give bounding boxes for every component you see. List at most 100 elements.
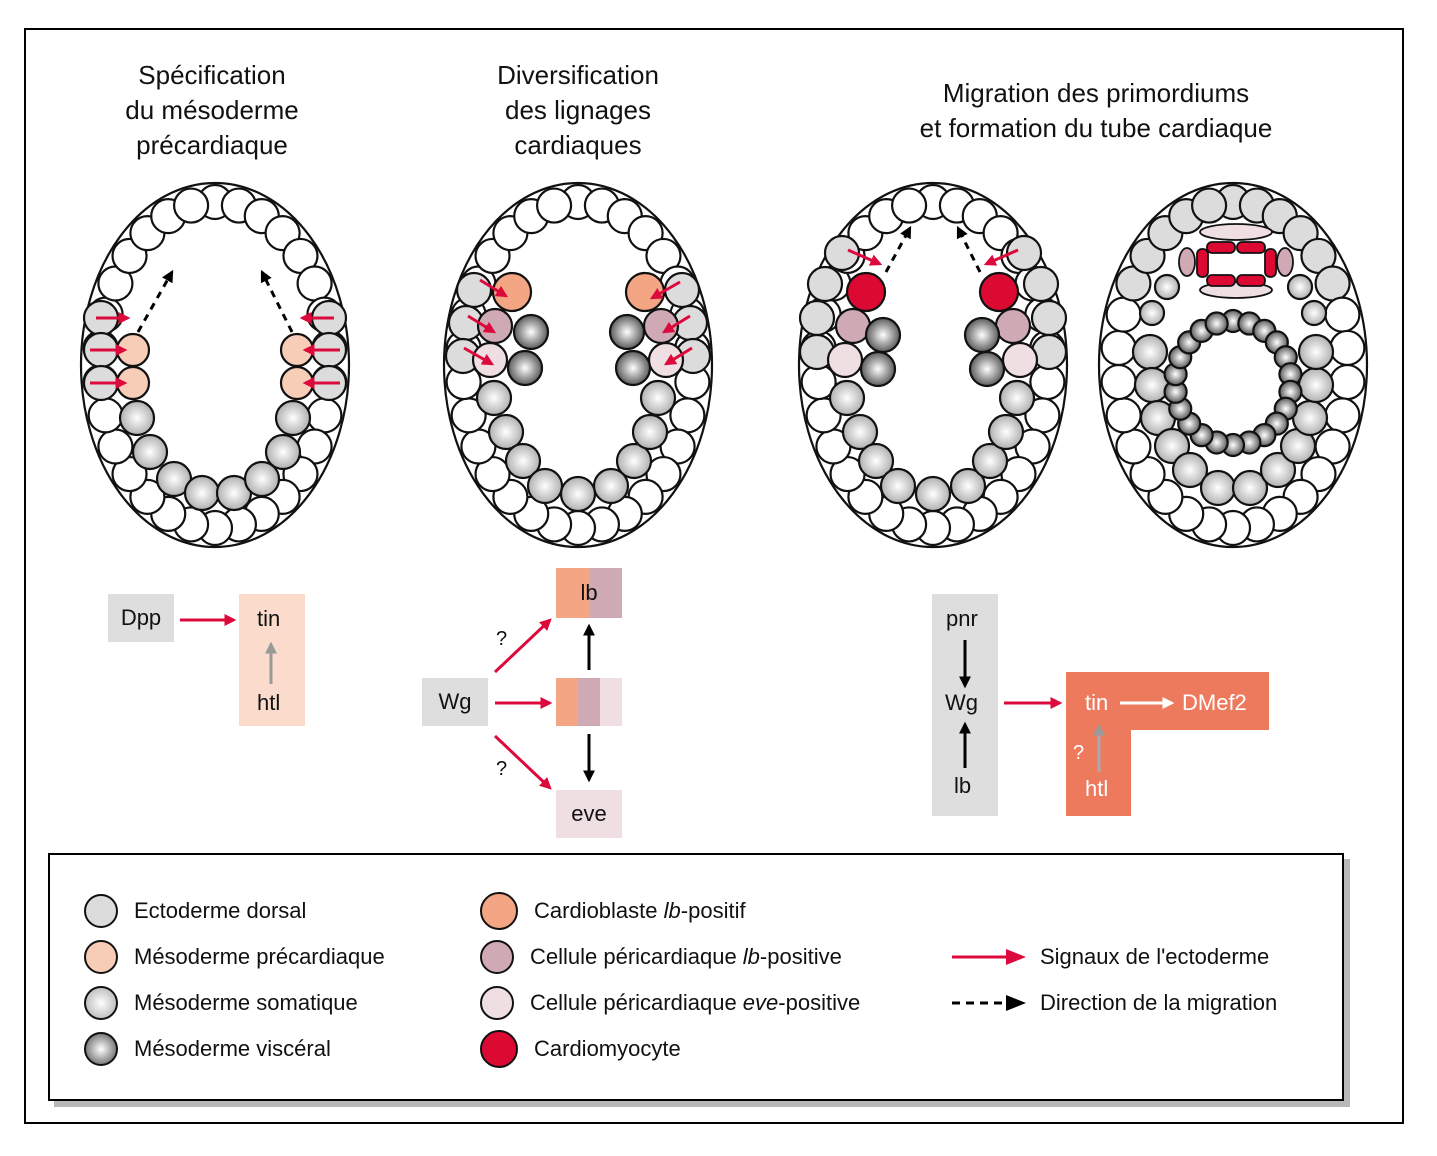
visceral-cell xyxy=(1204,311,1229,336)
title-line: du mésoderme xyxy=(125,95,299,125)
ectoderm-cell xyxy=(798,299,836,337)
swatch-pericardial-eve-icon xyxy=(480,986,514,1020)
ectoderm-cell xyxy=(1022,265,1060,303)
visceral-cell xyxy=(968,350,1006,388)
title-diversification: Diversification des lignages cardiaques xyxy=(428,58,728,163)
legend: Ectoderme dorsal Mésoderme précardiaque … xyxy=(48,853,1344,1101)
cardioblast-cell xyxy=(624,271,666,313)
visceral-cell xyxy=(963,316,1001,354)
signal-arrow xyxy=(479,278,509,298)
ectoderm-cell xyxy=(806,265,844,303)
somatic-cell xyxy=(118,399,156,437)
red-arrow-icon xyxy=(952,949,1026,965)
cardiomyocyte-cell xyxy=(845,271,887,313)
title-migration: Migration des primordiums et formation d… xyxy=(846,76,1346,146)
migration-arrow xyxy=(136,269,174,333)
legend-label: Cellule péricardiaque lb-positive xyxy=(530,944,842,969)
somatic-cell xyxy=(987,413,1025,451)
signal-arrow xyxy=(983,248,1019,266)
somatic-cell xyxy=(828,379,866,417)
label-dmef2: DMef2 xyxy=(1182,690,1247,715)
swatch-visceral-icon xyxy=(84,1032,118,1066)
title-line: Spécification xyxy=(138,60,286,90)
pericardial-eve-cell xyxy=(826,341,864,379)
outer-cell xyxy=(1329,363,1366,401)
somatic-cell xyxy=(1297,366,1335,404)
cardiomyocyte-cell xyxy=(1236,241,1266,254)
cardiomyocyte-cell xyxy=(978,271,1020,313)
label-dpp: Dpp xyxy=(120,605,162,630)
somatic-cell xyxy=(1300,299,1328,327)
label-lb: lb xyxy=(954,773,972,798)
box-wg: Wg xyxy=(422,678,488,726)
somatic-cell xyxy=(1291,399,1329,437)
somatic-cell xyxy=(1199,469,1237,507)
outer-cell xyxy=(296,265,333,302)
signal-arrow xyxy=(463,346,495,366)
outer-cell xyxy=(97,428,134,465)
somatic-cell xyxy=(998,379,1036,417)
somatic-cell xyxy=(1131,333,1169,371)
somatic-cell xyxy=(243,460,281,498)
box-lb: lb xyxy=(556,568,622,618)
somatic-cell xyxy=(131,433,169,471)
ectoderm-cell xyxy=(663,271,701,309)
legend-item-pericardial-eve: Cellule péricardiaque eve-positive xyxy=(480,983,860,1023)
outer-cell xyxy=(1115,428,1152,465)
box-progenitor xyxy=(556,678,622,726)
somatic-cell xyxy=(1297,333,1335,371)
title-line: des lignages xyxy=(505,95,651,125)
label-wg: Wg xyxy=(945,690,978,715)
somatic-cell xyxy=(1153,273,1181,301)
visceral-cell xyxy=(614,349,652,387)
ectoderm-cell xyxy=(455,271,493,309)
somatic-cell xyxy=(1171,451,1209,489)
legend-label: Cardiomyocyte xyxy=(534,1036,681,1061)
question-mark: ? xyxy=(496,628,508,650)
label-wg: Wg xyxy=(438,689,472,714)
cardiomyocyte-cell xyxy=(1236,274,1266,287)
dashed-arrow-icon xyxy=(952,995,1026,1011)
pericardial-lb-cell xyxy=(994,307,1032,345)
legend-label: Mésoderme somatique xyxy=(134,990,358,1015)
ectoderm-cell xyxy=(1190,187,1228,224)
title-line: et formation du tube cardiaque xyxy=(919,113,1273,143)
outer-cell xyxy=(890,187,928,224)
somatic-cell xyxy=(879,467,917,505)
somatic-cell xyxy=(487,413,525,451)
somatic-cell xyxy=(615,442,653,480)
legend-item-cardioblast: Cardioblaste lb-positif xyxy=(480,891,746,931)
outer-cell xyxy=(1105,296,1142,333)
label-eve: eve xyxy=(571,801,607,826)
legend-item-precardiac: Mésoderme précardiaque xyxy=(84,937,385,977)
somatic-cell xyxy=(1138,299,1166,327)
migration-arrow xyxy=(260,269,294,333)
legend-item-ectoderm: Ectoderme dorsal xyxy=(84,891,306,931)
somatic-cell xyxy=(841,413,879,451)
legend-label: Signaux de l'ectoderme xyxy=(1040,944,1270,969)
cardiomyocyte-cell xyxy=(1206,274,1236,287)
question-mark: ? xyxy=(1073,742,1085,764)
somatic-cell xyxy=(559,475,597,513)
outer-cell xyxy=(1324,296,1361,333)
swatch-pericardial-lb-icon xyxy=(480,940,514,974)
label-tin: tin xyxy=(257,606,281,631)
outer-cell xyxy=(1105,397,1142,434)
legend-label: Mésoderme précardiaque xyxy=(134,944,385,969)
outer-cell xyxy=(1329,329,1366,367)
somatic-cell xyxy=(183,474,221,512)
legend-label: Ectoderme dorsal xyxy=(134,898,307,923)
outer-cell xyxy=(87,397,124,434)
pericardial-cell xyxy=(1178,247,1196,277)
outer-cell xyxy=(1029,363,1066,401)
somatic-cell xyxy=(592,467,630,505)
cardiomyocyte-cell xyxy=(1206,241,1236,254)
legend-item-somatic: Mésoderme somatique xyxy=(84,983,358,1023)
somatic-cell xyxy=(857,442,895,480)
visceral-cell xyxy=(608,313,646,351)
outer-cell xyxy=(306,397,343,434)
somatic-cell xyxy=(1259,451,1297,489)
somatic-cell xyxy=(274,399,312,437)
signal-arrow xyxy=(493,734,552,790)
